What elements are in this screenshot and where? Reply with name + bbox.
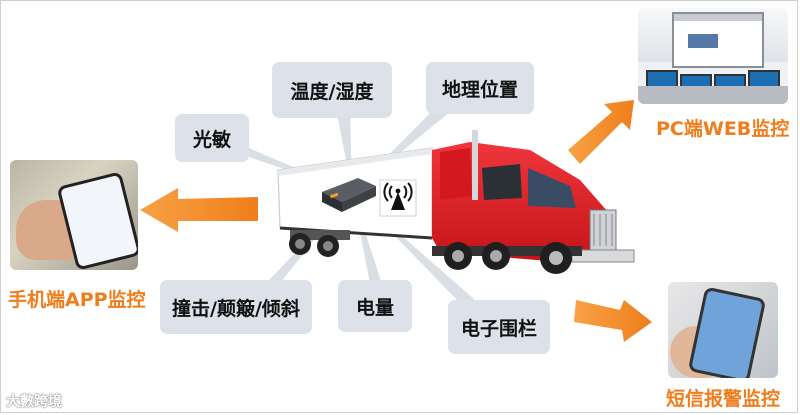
channel-mobile-app: 手机端APP监控 — [8, 289, 146, 311]
arrow-to-pc — [568, 100, 634, 164]
feature-temp-humidity: 温度/湿度 — [272, 62, 392, 118]
feature-battery-label: 电量 — [355, 296, 394, 319]
pc-monitoring-image — [638, 8, 788, 104]
feature-shock-label: 撞击/颠簸/倾斜 — [172, 297, 300, 320]
sms-alert-image — [668, 282, 778, 378]
channel-pc-web: PC端WEB监控 — [656, 118, 790, 140]
feature-battery: 电量 — [338, 280, 412, 332]
arrow-to-sms — [574, 300, 652, 342]
feature-light-label: 光敏 — [192, 128, 231, 151]
feature-geofence: 电子围栏 — [448, 300, 550, 354]
feature-geofence-label: 电子围栏 — [460, 317, 537, 340]
watermark: 大數跨境 — [6, 394, 62, 410]
feature-temp-humidity-label: 温度/湿度 — [290, 80, 374, 103]
feature-shock: 撞击/颠簸/倾斜 — [160, 280, 312, 334]
tracker-device-icon — [322, 178, 376, 212]
feature-location-label: 地理位置 — [441, 78, 518, 101]
signal-icon — [379, 179, 417, 217]
arrow-to-app — [140, 188, 258, 232]
mobile-app-image — [10, 160, 138, 270]
channel-sms: 短信报警监控 — [666, 388, 781, 410]
feature-location: 地理位置 — [426, 62, 534, 114]
feature-light: 光敏 — [175, 114, 249, 162]
